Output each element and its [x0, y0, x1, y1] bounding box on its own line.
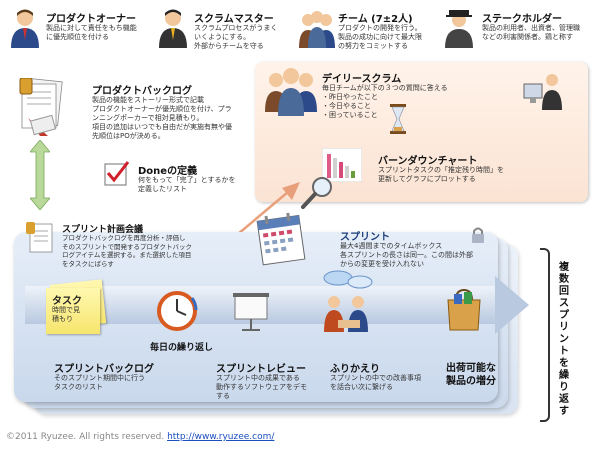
- site-link[interactable]: http://www.ryuzee.com/: [167, 432, 275, 442]
- role-desc-line: 製品の成功に向けて最大限: [338, 33, 422, 41]
- product-owner-person-icon: [11, 9, 39, 48]
- product-backlog-desc-line: 項目の追加はいつでも自由だが実施有無や優: [92, 123, 232, 131]
- sprint-backlog-desc-line: そのスプリント期間中に行う: [54, 374, 145, 382]
- product-backlog-desc-line: 製品の機能をストーリー形式で記載: [92, 96, 204, 104]
- role-desc-line: の努力をコミットする: [338, 42, 408, 50]
- role-desc-line: スクラムプロセスがうまく: [194, 24, 278, 32]
- done-title: Doneの定義: [138, 166, 198, 177]
- retro-desc-line: スプリントの中での改善事項: [330, 374, 421, 382]
- role-title: スクラムマスター: [194, 14, 274, 25]
- daily-desc-line: ・今日やること: [322, 102, 371, 110]
- role-title: ステークホルダー: [482, 14, 562, 25]
- role-desc-line: 製品の利用者、出資者、管理職: [482, 24, 580, 32]
- role-product-owner: プロダクトオーナー 製品に対して責任をもち機能 に優先順位を付ける: [8, 6, 158, 56]
- shopping-bag-icon: [447, 288, 481, 331]
- planning-desc-line: そのスプリントで開発するプロダクトバック: [62, 242, 192, 251]
- scrum-master-person-icon: [159, 9, 187, 48]
- role-desc-line: 製品に対して責任をもち機能: [46, 24, 137, 32]
- role-title: チーム (7±2人): [338, 14, 413, 25]
- daily-scrum-title: デイリースクラム: [322, 74, 402, 85]
- checkbox-check-icon: [104, 161, 130, 186]
- product-backlog-desc-line: ンニングポーカーで相対見積もり。: [92, 114, 204, 122]
- repeat-bracket: [540, 248, 550, 422]
- magnifier-icon: [301, 177, 332, 209]
- presentation-screen-icon: [233, 293, 269, 331]
- done-desc-line: 何をもって「完了」とするかを: [138, 176, 236, 184]
- planning-desc-line: プロダクトバックログを再度分析・評価し: [62, 234, 186, 242]
- review-desc-line: 動作するソフトウェアをデモ: [216, 383, 307, 391]
- role-stakeholder: ステークホルダー 製品の利用者、出資者、管理職 などの利害関係者。鶏と称す: [442, 6, 598, 56]
- sprint-title: スプリント: [340, 232, 390, 243]
- planning-title: スプリント計画会議: [62, 225, 144, 235]
- stakeholder-person-icon: [445, 10, 473, 48]
- review-desc-line: スプリント中の成果である: [216, 374, 300, 382]
- daily-desc-line: ・困っていること: [322, 111, 378, 119]
- planning-documents-icon: [26, 222, 53, 253]
- copyright-text: ©2011 Ryuzee. All rights reserved.: [6, 432, 165, 442]
- clock-icon: [157, 291, 198, 331]
- role-desc-line: に優先順位を付ける: [46, 33, 109, 41]
- product-backlog-title: プロダクトバックログ: [92, 86, 192, 97]
- double-arrow-icon: [30, 140, 50, 210]
- review-title: スプリントレビュー: [216, 364, 306, 375]
- review-desc-line: する: [216, 392, 230, 400]
- product-backlog-documents-icon: [19, 78, 63, 136]
- task-desc-line: 積もり: [52, 315, 73, 323]
- planning-desc-line: をタスクにばらす: [62, 259, 114, 268]
- repeat-sprints-label: 複数回スプリントを繰り返す: [559, 262, 569, 417]
- role-scrum-master: スクラムマスター スクラムプロセスがうまく いくようにする。 外部からチームを守…: [156, 6, 296, 56]
- product-backlog-desc-line: プロダクトオーナーが優先順位を付け、プラ: [92, 105, 232, 113]
- sprint-backlog-title: スプリントバックログ: [54, 364, 154, 375]
- sprint-flow-arrowhead: [495, 276, 529, 334]
- retrospective-meeting-icon: [323, 270, 373, 332]
- planning-desc-line: ログアイテムを選択する。また選択した項目: [62, 251, 192, 259]
- daily-desc-line: ・昨日やったこと: [322, 93, 378, 101]
- calendar-icon: [256, 212, 306, 266]
- task-title: タスク: [52, 296, 82, 307]
- sprint-backlog-desc-line: タスクのリスト: [54, 383, 103, 391]
- retro-title: ふりかえり: [330, 364, 380, 375]
- role-desc-line: プロダクトの開発を行う。: [338, 24, 422, 32]
- burndown-chart-icon: [322, 148, 362, 182]
- product-backlog-desc-line: 先順位はPOが決める。: [92, 132, 165, 140]
- retro-desc-line: を話合い次に繋げる: [330, 383, 393, 391]
- role-team: チーム (7±2人) プロダクトの開発を行う。 製品の成功に向けて最大限 の努力…: [298, 6, 443, 56]
- role-desc-line: などの利害関係者。鶏と称す: [482, 33, 573, 41]
- daily-desc-line: 毎日チームが以下の３つの質問に答える: [322, 84, 448, 92]
- task-sticky-front: タスク 時間で見 積もり: [46, 288, 100, 334]
- team-group-icon: [299, 11, 335, 48]
- role-desc-line: いくようにする。: [194, 33, 251, 41]
- role-title: プロダクトオーナー: [46, 14, 136, 25]
- burndown-title: バーンダウンチャート: [378, 156, 478, 167]
- footer: ©2011 Ryuzee. All rights reserved. http:…: [6, 432, 274, 442]
- stakeholder-computer-icon: [523, 74, 562, 110]
- done-desc-line: 定義したリスト: [138, 185, 187, 193]
- increment-title-line: 製品の増分: [446, 376, 496, 387]
- burndown-desc-line: スプリントタスクの「推定残り時間」を: [378, 166, 504, 174]
- lock-icon: [472, 227, 484, 243]
- increment-title-line: 出荷可能な: [446, 363, 496, 374]
- role-desc-line: 外部からチームを守る: [194, 42, 264, 50]
- burndown-desc-line: 更新してグラフにプロットする: [378, 175, 476, 183]
- sprint-desc-line: 各スプリントの長さは同一。この間は外部: [340, 251, 473, 259]
- hourglass-icon: [390, 104, 406, 134]
- team-group-icon: [265, 68, 317, 116]
- sprint-desc-line: 最大4週間までのタイムボックス: [340, 242, 443, 250]
- sprint-desc-line: からの変更を受け入れない: [340, 260, 424, 268]
- daily-repeat-label: 毎日の繰り返し: [150, 343, 214, 353]
- task-desc-line: 時間で見: [52, 306, 80, 314]
